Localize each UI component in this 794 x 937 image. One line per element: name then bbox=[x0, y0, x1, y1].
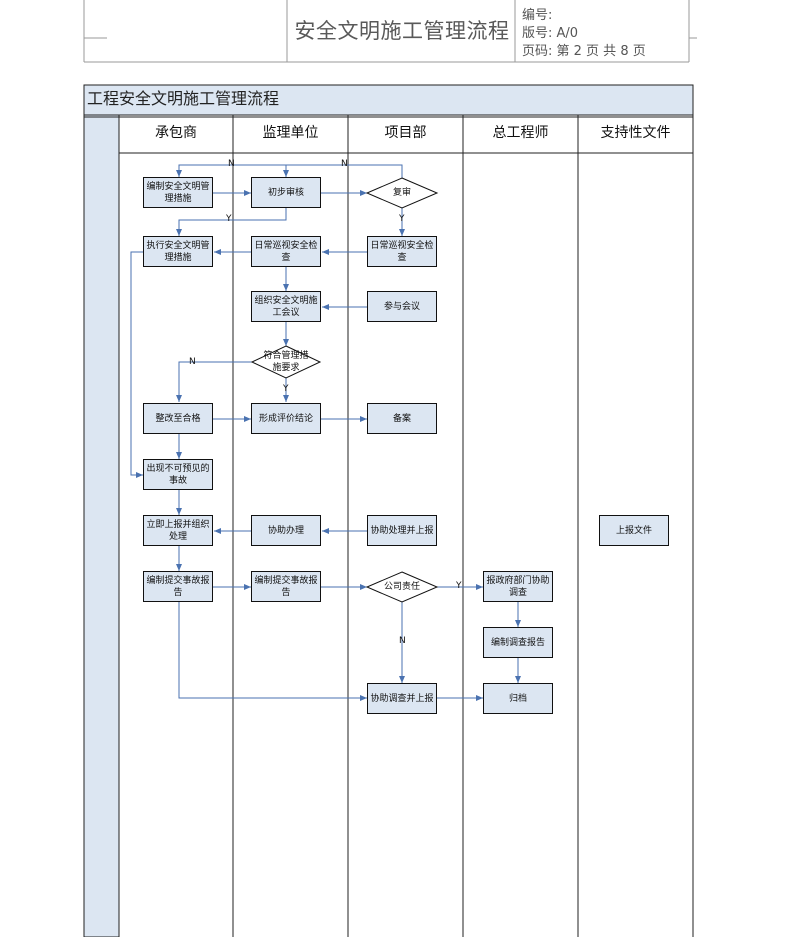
node-company-responsibility: 公司责任 bbox=[383, 582, 420, 592]
node-archive: 归档 bbox=[483, 683, 553, 714]
diamond-company-responsibility bbox=[365, 571, 439, 603]
node-unforeseen-accident: 出现不可预见的事故 bbox=[143, 459, 213, 490]
edge-label-no-review: N bbox=[228, 159, 235, 169]
node-investigation-report: 编制调查报告 bbox=[483, 627, 553, 658]
edge-label-yes-compliance: Y bbox=[283, 384, 289, 394]
edge-label-no-rereview: N bbox=[341, 159, 348, 169]
edge-label-yes-rereview: Y bbox=[399, 214, 405, 224]
node-evaluation-conclusion: 形成评价结论 bbox=[251, 403, 321, 434]
connectors bbox=[130, 164, 521, 701]
edge-label-no-compliance: N bbox=[189, 357, 196, 367]
node-assist-process-report: 协助处理并上报 bbox=[367, 515, 437, 546]
swimlane-table bbox=[83, 84, 694, 937]
node-preliminary-review: 初步审核 bbox=[251, 177, 321, 208]
edge-label-no-responsibility: N bbox=[399, 636, 406, 646]
node-file-record: 备案 bbox=[367, 403, 437, 434]
edge-label-yes-review: Y bbox=[226, 214, 232, 224]
column-header-contractor: 承包商 bbox=[155, 125, 197, 141]
node-project-daily-inspection: 日常巡视安全检查 bbox=[367, 236, 437, 267]
column-header-chief-engineer: 总工程师 bbox=[492, 125, 549, 141]
node-supervisor-accident-report: 编制提交事故报告 bbox=[251, 571, 321, 602]
diamond-compliance bbox=[250, 345, 322, 379]
node-draft-safety-measures: 编制安全文明管理措施 bbox=[143, 177, 213, 208]
node-rectify: 整改至合格 bbox=[143, 403, 213, 434]
edge-label-yes-responsibility: Y bbox=[456, 581, 462, 591]
node-meets-requirements: 符合管理措施要求 bbox=[263, 351, 309, 373]
column-header-supporting-docs: 支持性文件 bbox=[600, 125, 671, 141]
column-header-supervisor: 监理单位 bbox=[262, 125, 319, 141]
node-organize-meeting: 组织安全文明施工会议 bbox=[251, 291, 321, 322]
document-version: 版号: A/0 bbox=[522, 26, 579, 41]
node-attend-meeting: 参与会议 bbox=[367, 291, 437, 322]
column-header-project-dept: 项目部 bbox=[384, 125, 427, 141]
node-assist-handling: 协助办理 bbox=[251, 515, 321, 546]
node-re-review: 复审 bbox=[392, 188, 411, 198]
node-execute-safety-measures: 执行安全文明管理措施 bbox=[143, 236, 213, 267]
document-title: 安全文明施工管理流程 bbox=[294, 19, 510, 43]
flowchart-title: 工程安全文明施工管理流程 bbox=[87, 89, 280, 108]
document-page-number: 页码: 第 2 页 共 8 页 bbox=[522, 44, 646, 59]
decision-diamonds bbox=[250, 177, 439, 603]
header-frame bbox=[83, 0, 697, 63]
node-supervisor-daily-inspection: 日常巡视安全检查 bbox=[251, 236, 321, 267]
node-report-document: 上报文件 bbox=[599, 515, 669, 546]
document-code: 编号: bbox=[522, 8, 553, 23]
node-report-and-handle: 立即上报并组织处理 bbox=[143, 515, 213, 546]
node-government-investigation: 报政府部门协助调查 bbox=[483, 571, 553, 602]
node-assist-investigation: 协助调查并上报 bbox=[367, 683, 437, 714]
diamond-review bbox=[365, 177, 439, 209]
node-contractor-accident-report: 编制提交事故报告 bbox=[143, 571, 213, 602]
